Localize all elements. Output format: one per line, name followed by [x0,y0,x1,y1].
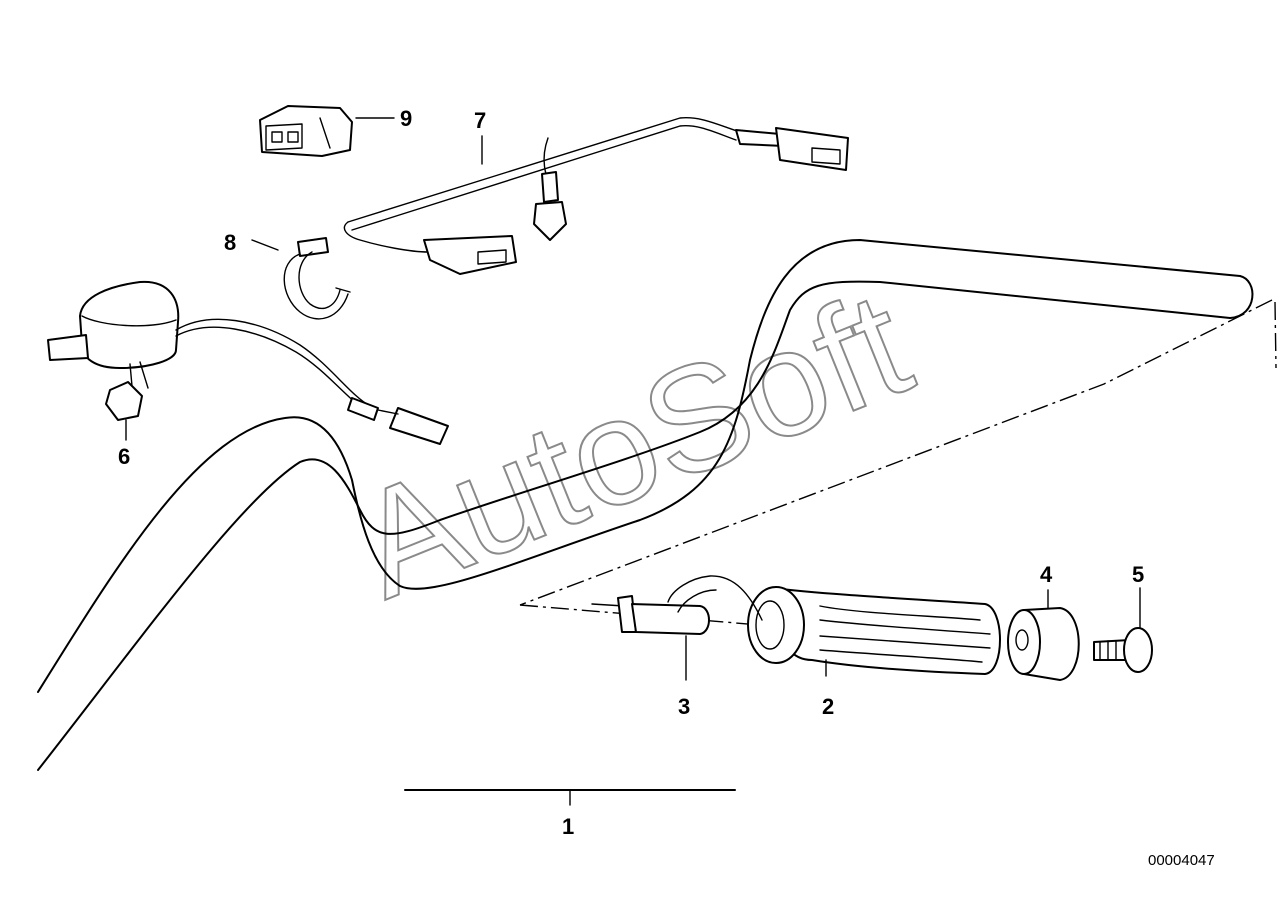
reference-number: 00004047 [1148,852,1215,869]
callout-3: 3 [678,694,690,719]
callout-7: 7 [474,108,486,133]
cable-tie [251,237,351,320]
callout-8: 8 [224,230,236,255]
connector-housing [259,105,395,157]
bar-end-screw [1093,587,1153,673]
callout-5: 5 [1132,562,1144,587]
callout-9: 9 [400,106,412,131]
grip-heating-element [591,575,763,681]
bar-end-weight [1007,589,1080,681]
wiring-harness [343,116,849,275]
handlebar [37,239,1277,806]
heated-grip-switch [47,280,449,445]
callout-4: 4 [1040,562,1053,587]
watermark-text: AutoSoft [334,258,930,629]
heated-grip [747,586,1001,677]
callout-6: 6 [118,444,130,469]
callout-2: 2 [822,694,834,719]
callout-1: 1 [562,814,574,839]
